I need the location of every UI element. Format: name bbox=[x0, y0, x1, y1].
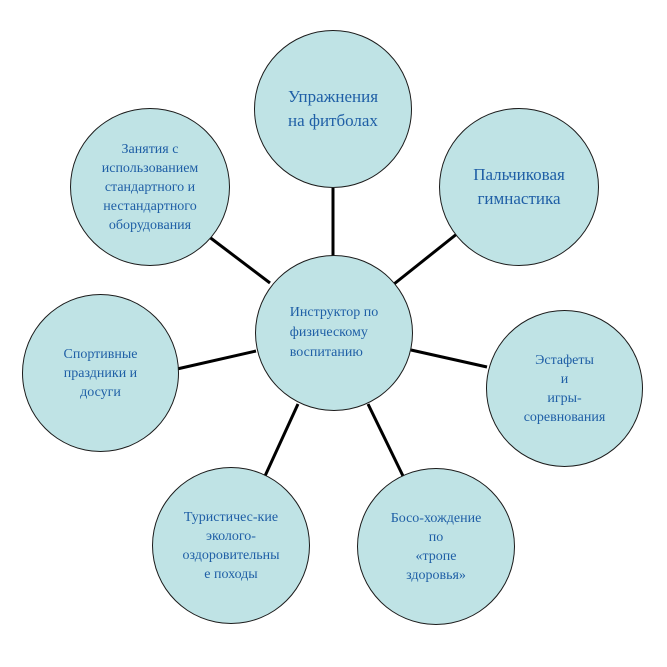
node-holidays-label: Спортивные праздники и досуги bbox=[63, 346, 138, 400]
node-barefoot: Босо-хождение по «тропе здоровья» bbox=[357, 468, 515, 625]
node-finger: Пальчиковая гимнастика bbox=[439, 108, 599, 266]
edge-hiking bbox=[263, 403, 300, 477]
node-holidays: Спортивные праздники и досуги bbox=[22, 294, 179, 452]
node-center-label: Инструктор по физическому воспитанию bbox=[289, 305, 379, 360]
node-equipment: Занятия с использованием стандартного и … bbox=[70, 108, 230, 266]
edge-relay bbox=[410, 348, 488, 369]
edge-finger bbox=[393, 231, 459, 286]
node-fitball: Упражнения на фитболах bbox=[254, 30, 412, 188]
edge-holidays bbox=[176, 349, 257, 371]
node-finger-label: Пальчиковая гимнастика bbox=[473, 165, 565, 208]
node-hiking: Туристичес-кие эколого- оздоровительны е… bbox=[152, 467, 310, 624]
node-barefoot-label: Босо-хождение по «тропе здоровья» bbox=[390, 510, 482, 583]
node-relay-label: Эстафеты и игры- соревнования bbox=[523, 352, 606, 425]
node-hiking-label: Туристичес-кие эколого- оздоровительны е… bbox=[182, 509, 280, 582]
node-equipment-label: Занятия с использованием стандартного и … bbox=[101, 141, 199, 233]
node-fitball-label: Упражнения на фитболах bbox=[287, 87, 379, 130]
node-center: Инструктор по физическому воспитанию bbox=[255, 255, 413, 411]
node-relay: Эстафеты и игры- соревнования bbox=[486, 310, 643, 467]
edge-equipment bbox=[207, 234, 271, 285]
edge-barefoot bbox=[366, 403, 405, 477]
